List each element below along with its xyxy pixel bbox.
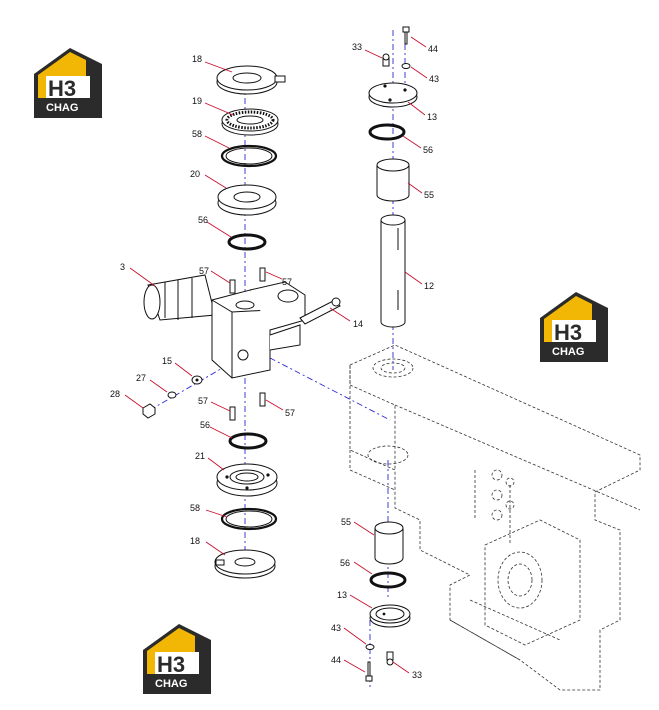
callout-55-bottom: 55 [341,517,351,527]
callout-labels: 18 19 58 20 56 3 57 57 14 15 27 28 57 57… [110,42,439,680]
brand-mark: H3 [157,652,185,677]
o-ring-large-top-icon [220,144,278,168]
brand-mark: H3 [554,320,582,345]
grease-fitting-33-bottom-icon [386,651,394,666]
grease-fitting-33-top-icon [382,53,390,67]
callout-56-c: 56 [423,145,433,155]
brand-name: CHAG [46,102,78,114]
bolts-57-top-icon [229,267,266,294]
axle-frame [349,344,641,691]
callout-44-top: 44 [428,44,438,54]
lock-washer-43-bottom-icon [365,644,375,650]
bolts-57-bottom-icon [229,392,266,421]
bushing-20-icon [217,184,277,216]
cap-13-top-icon [368,82,418,108]
callout-20: 20 [190,169,200,179]
brand-mark: H3 [48,76,76,101]
washer-15-icon [191,375,203,385]
callout-56-d: 56 [340,558,350,568]
callout-13-top: 13 [427,112,437,122]
brand-logo-right: H3 CHAG [540,292,608,362]
callout-14: 14 [353,319,363,329]
steering-knuckle-icon [143,274,306,379]
callout-18-top: 18 [192,54,202,64]
callout-15: 15 [162,356,172,366]
callout-21: 21 [195,451,205,461]
callout-3: 3 [120,262,125,272]
callout-12: 12 [424,281,434,291]
nut-28-icon [142,403,156,419]
lock-washer-43-top-icon [401,63,411,69]
callout-58-bottom: 58 [190,503,200,513]
brand-logo-top-left: H3 CHAG [34,48,102,118]
callout-19: 19 [192,96,202,106]
thrust-washer-bottom-icon [214,549,276,579]
callout-13-bottom: 13 [337,590,347,600]
callout-44-bottom: 44 [331,655,341,665]
o-ring-56-b-icon [228,432,268,450]
callout-27: 27 [136,373,146,383]
king-pin-12-icon [380,214,406,328]
callout-57-a: 57 [199,266,209,276]
hub-21-icon [216,463,278,497]
bushing-55-bottom-icon [374,521,404,565]
callout-57-b: 57 [282,277,292,287]
callout-28: 28 [110,389,120,399]
callout-18-bottom: 18 [190,536,200,546]
callout-56-b: 56 [200,420,210,430]
o-ring-large-bottom-icon [220,507,278,531]
callout-57-c: 57 [198,396,208,406]
callout-57-d: 57 [285,408,295,418]
callout-56-a: 56 [198,215,208,225]
o-ring-56-d-icon [369,571,407,589]
assembly-axes [149,30,406,690]
o-ring-56-a-icon [227,233,267,251]
pin-14-icon [299,297,341,325]
callout-43-top: 43 [429,74,439,84]
cap-13-bottom-icon [369,604,411,628]
leader-lines [124,36,428,674]
brand-logo-bottom-left: H3 CHAG [143,624,211,694]
washer-27-icon [167,391,177,399]
bolt-44-top-icon [402,26,410,45]
callout-55-top: 55 [424,190,434,200]
callout-43-bottom: 43 [331,623,341,633]
callout-33-bottom: 33 [412,670,422,680]
o-ring-56-c-icon [368,123,406,141]
thrust-bearing-icon [221,108,279,136]
bolt-44-bottom-icon [365,661,373,682]
callout-58-top: 58 [192,129,202,139]
callout-33-top: 33 [352,42,362,52]
brand-name: CHAG [155,678,187,690]
brand-name: CHAG [552,346,584,358]
bushing-55-top-icon [376,158,410,202]
